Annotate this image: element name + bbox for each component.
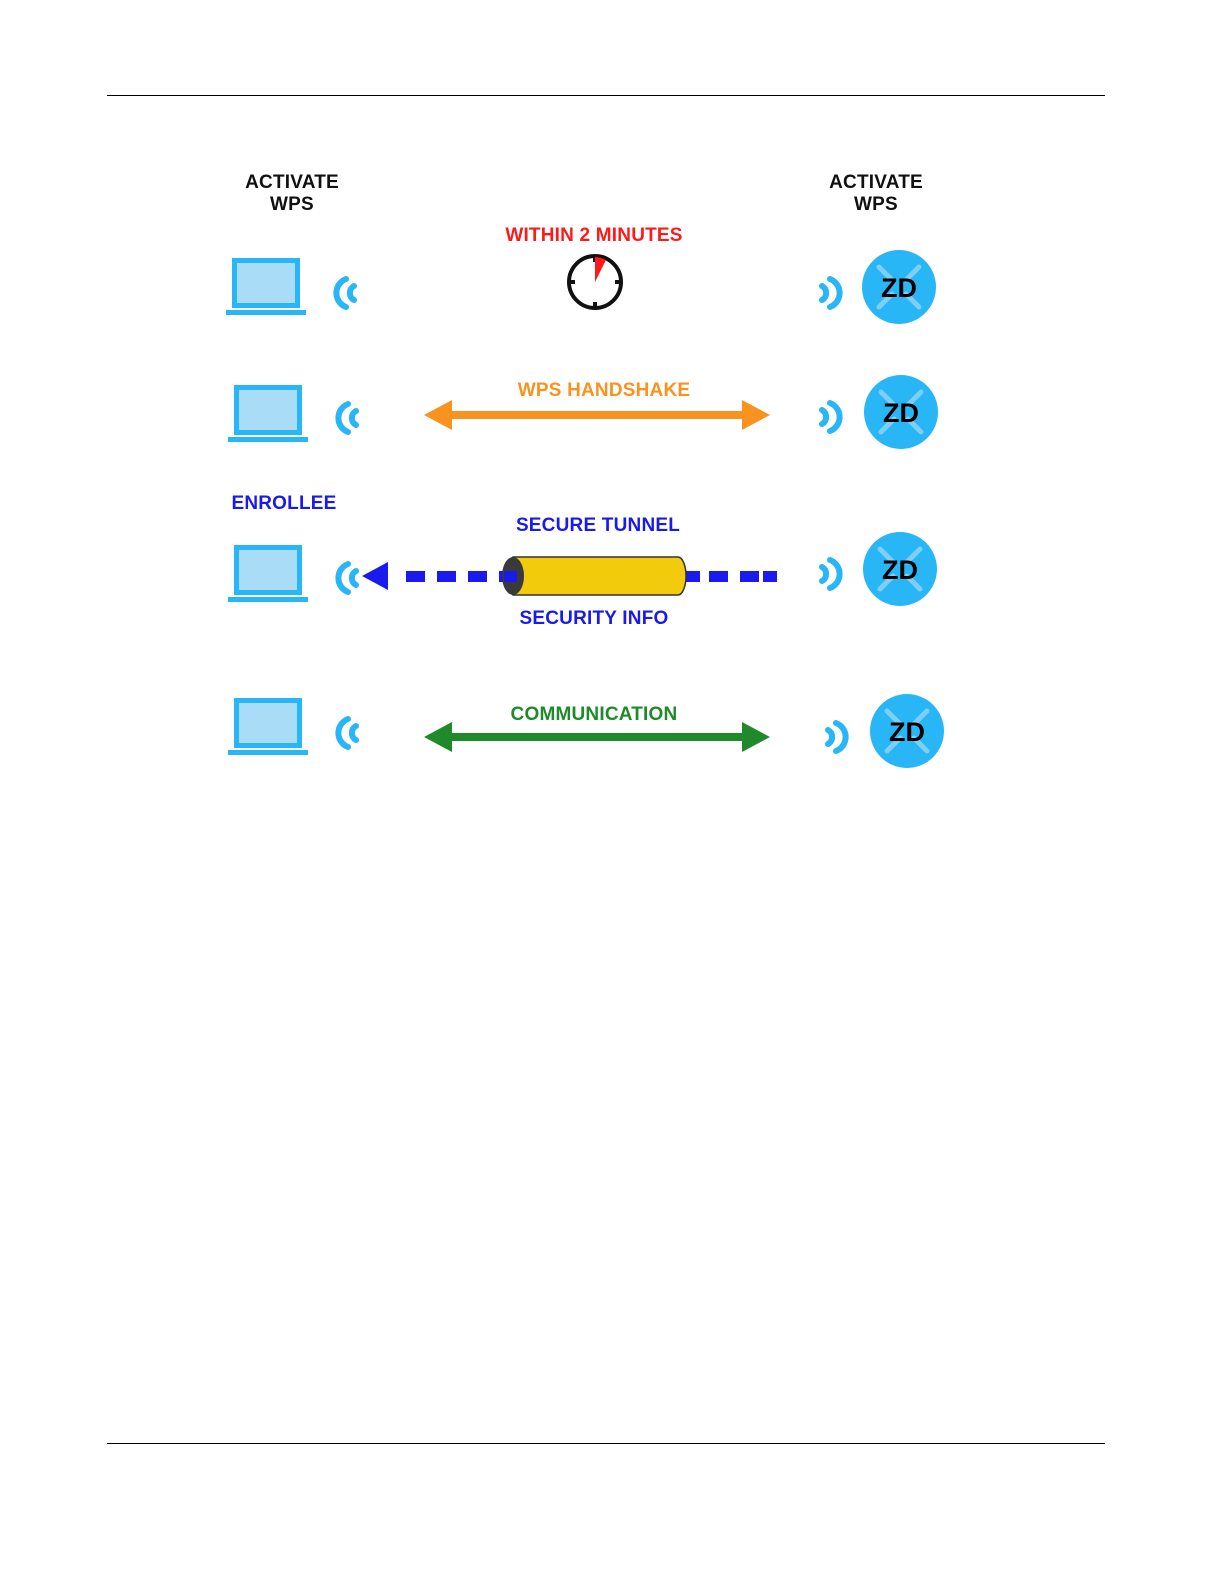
- wifi-signal-icon: [822, 560, 840, 588]
- wifi-signal-icon: [338, 404, 356, 432]
- access-point-icon: ZD: [863, 532, 937, 606]
- access-point-icon: ZD: [862, 250, 936, 324]
- secure-tunnel-cylinder: [502, 557, 686, 595]
- wifi-signal-icon: [822, 403, 840, 431]
- zd-label: ZD: [882, 555, 918, 585]
- zd-label: ZD: [883, 398, 919, 428]
- laptop-icon: [228, 545, 308, 602]
- wifi-signal-icon: [338, 719, 356, 747]
- laptop-icon: [226, 258, 306, 315]
- handshake-arrow: [424, 400, 770, 430]
- laptop-icon: [228, 385, 308, 442]
- zd-label: ZD: [881, 273, 917, 303]
- wifi-signal-icon: [828, 723, 846, 751]
- zd-label: ZD: [889, 717, 925, 747]
- laptop-icon: [228, 698, 308, 755]
- communication-arrow: [424, 722, 770, 752]
- wifi-signal-icon: [336, 279, 354, 307]
- wifi-signal-icon: [822, 279, 840, 307]
- wifi-signal-icon: [338, 564, 356, 592]
- stopwatch-icon: [569, 256, 621, 308]
- access-point-icon: ZD: [864, 375, 938, 449]
- access-point-icon: ZD: [870, 694, 944, 768]
